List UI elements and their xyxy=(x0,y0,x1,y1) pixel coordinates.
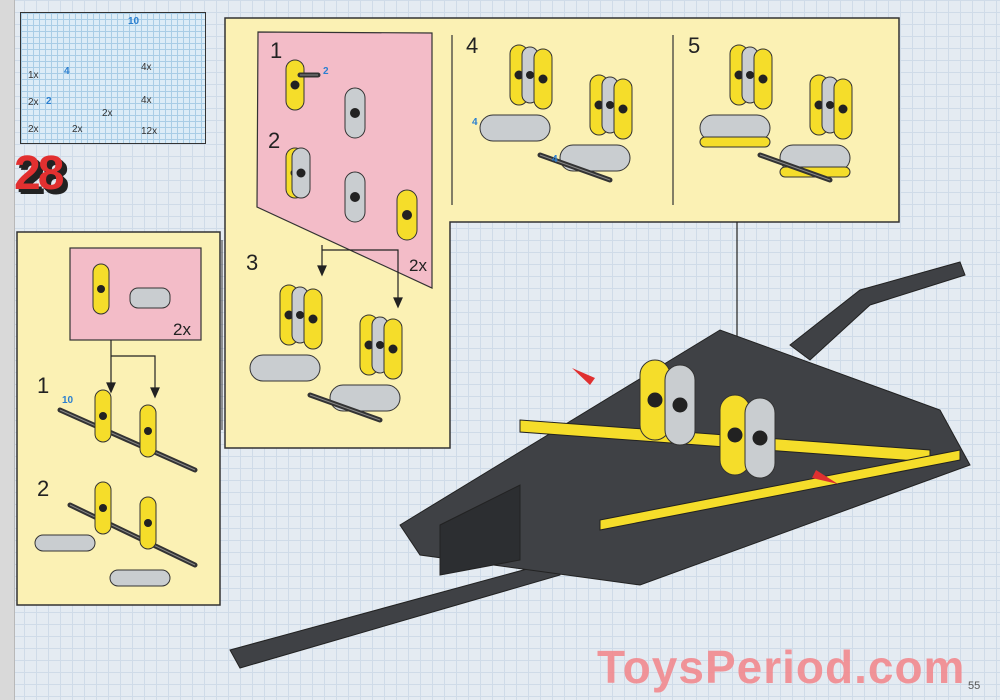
left1-axle-groove xyxy=(59,409,196,471)
step3-assembly-axle-groove xyxy=(309,394,381,421)
step4-assembly-axle-groove xyxy=(539,154,611,181)
step5-assembly-upright-c-0-hole xyxy=(758,74,768,84)
left2-arm-a-hole xyxy=(99,504,107,512)
step4-assembly-upright-c-0-hole xyxy=(538,74,548,84)
step3-assembly-upright-c-1-hole xyxy=(388,344,398,354)
pink2-grey-arm-hole xyxy=(296,168,306,178)
qty-axle-4: 2x xyxy=(28,97,39,108)
qty-axle-2: 2x xyxy=(28,124,39,135)
left-substep-1-label: 1 xyxy=(37,373,50,398)
step5-assembly-upright-c-1-hole xyxy=(838,104,848,114)
step3-assembly-upright-b-1-hole xyxy=(376,341,384,349)
step5-assembly-upright-a-0-hole xyxy=(734,70,744,80)
flow-arrows xyxy=(106,222,738,399)
pink2-grey-arm-b-hole xyxy=(350,192,360,202)
step4-axle-a: 4 xyxy=(472,117,478,128)
step3-assembly-upright-c-0-hole xyxy=(308,314,318,324)
step-number: 28 xyxy=(14,147,64,200)
left2-arm-b-hole xyxy=(144,519,152,527)
step4-assembly-upright-b-0-hole xyxy=(526,71,534,79)
top-pink-multiplier: 2x xyxy=(409,256,427,275)
parts-list-box xyxy=(20,12,206,144)
seat-grey-b-hole xyxy=(752,430,768,446)
step4-assembly-base-1 xyxy=(559,144,631,172)
step3-assembly-base-0 xyxy=(249,354,321,382)
step4-axle-b: 4 xyxy=(552,154,558,165)
step3-assembly-upright-b-0-hole xyxy=(296,311,304,319)
step3-assembly-upright-a-0-hole xyxy=(284,310,294,320)
step4-assembly-upright-b-1-hole xyxy=(606,101,614,109)
pink1-grey-arm-hole xyxy=(350,108,360,118)
step4-assembly-base-0 xyxy=(479,114,551,142)
chassis-side-front xyxy=(439,484,521,576)
axle-length-2: 2 xyxy=(46,96,52,107)
qty-bush: 2x xyxy=(72,124,83,135)
left2-axle-groove xyxy=(69,504,196,566)
qty-liftarm-grey: 4x xyxy=(141,95,152,106)
left-step1-axle-length: 10 xyxy=(62,395,74,406)
page-binding-margin xyxy=(0,0,15,700)
chassis-long-beam xyxy=(229,559,561,669)
lever-arm xyxy=(789,261,966,361)
seat-yellow-a-hole xyxy=(647,392,663,408)
substep-3-label: 3 xyxy=(246,250,259,275)
substep-5-label: 5 xyxy=(688,33,701,58)
qty-liftarm-yellow: 12x xyxy=(141,126,158,137)
step4-assembly-upright-a-1-hole xyxy=(594,100,604,110)
red-arrow-top xyxy=(572,368,595,385)
seat-yellow-b-hole xyxy=(727,427,743,443)
qty-axle-pin: 2x xyxy=(102,108,113,119)
step4-assembly-upright-c-1-hole xyxy=(618,104,628,114)
left1-arm-a-hole xyxy=(99,412,107,420)
chassis-yellow-strip-b xyxy=(599,449,961,531)
axle-length-4: 4 xyxy=(64,66,70,77)
axle-length-10: 10 xyxy=(128,16,140,27)
qty-liftarm-bent: 4x xyxy=(141,62,152,73)
left-substep-2-label: 2 xyxy=(37,476,50,501)
left1-arm-b-hole xyxy=(144,427,152,435)
substep-4-label: 4 xyxy=(466,33,479,58)
pink2-yellow-arm-b-hole xyxy=(402,210,412,220)
watermark: ToysPeriod.com xyxy=(597,641,966,693)
leftpink-pin xyxy=(129,287,171,309)
substep-1-axle-length: 2 xyxy=(323,66,329,77)
page-number: 55 xyxy=(968,680,981,692)
step5-assembly-axle-groove xyxy=(759,154,831,181)
left2-beam-b xyxy=(109,569,171,587)
step5-assembly-upright-b-1-hole xyxy=(826,101,834,109)
seat-grey-a-hole xyxy=(672,397,688,413)
step3-assembly-upright-a-1-hole xyxy=(364,340,374,350)
substep-1-label: 1 xyxy=(270,38,283,63)
substep-2-label: 2 xyxy=(268,128,281,153)
step5-assembly-yellow-base-0 xyxy=(699,136,771,148)
left2-beam-a xyxy=(34,534,96,552)
step5-assembly-upright-b-0-hole xyxy=(746,71,754,79)
step3-assembly-base-1 xyxy=(329,384,401,412)
step5-assembly-upright-a-1-hole xyxy=(814,100,824,110)
qty-axle-10: 1x xyxy=(28,70,39,81)
chassis-body xyxy=(399,329,971,586)
left-pink-multiplier: 2x xyxy=(173,320,191,339)
red-arrow-right xyxy=(812,470,838,484)
leftpink-yellow-arm-hole xyxy=(97,285,105,293)
pink1-yellow-arm-hole xyxy=(290,80,300,90)
step4-assembly-upright-a-0-hole xyxy=(514,70,524,80)
